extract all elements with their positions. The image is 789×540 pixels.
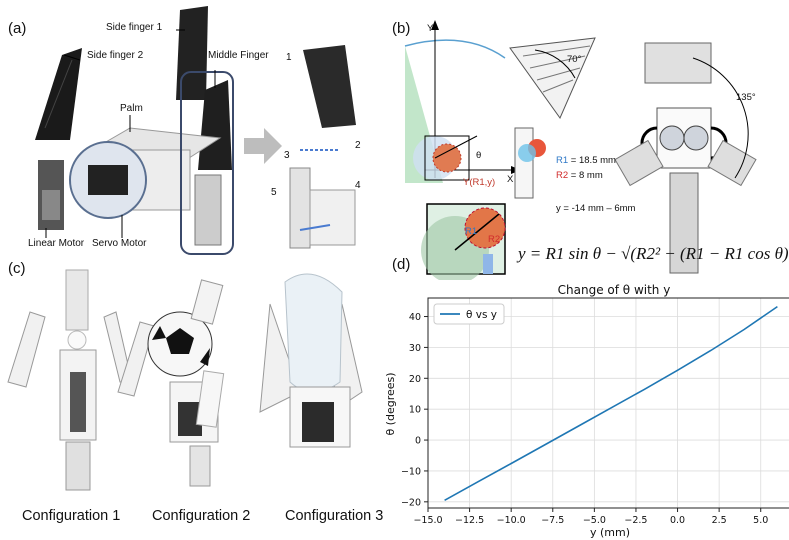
x-tick-label: 0.0 (670, 515, 685, 526)
x-tick-label: −10.0 (497, 515, 526, 526)
r2-value: = 8 mm (568, 170, 603, 181)
r1-name: R1 (556, 155, 569, 166)
panel-c-label: (c) (8, 260, 26, 277)
callout-palm: Palm (120, 103, 143, 114)
panel-d-label: (d) (392, 256, 411, 273)
y-tick-label: −10 (401, 466, 421, 477)
y-tick-label: −20 (401, 497, 421, 508)
formula: y = R1 sin θ − √(R2² − (R1 − R1 cos θ)²) (518, 244, 789, 263)
r1-spec: R1 = 18.5 mm (556, 155, 616, 166)
configuration-illustrations (7, 269, 363, 491)
x-tick-label: −5.0 (583, 515, 606, 526)
x-tick-label: −15.0 (413, 515, 442, 526)
x-axis-label: y (mm) (590, 526, 630, 539)
legend-frame (433, 303, 505, 325)
x-tick-label: −2.5 (624, 515, 647, 526)
panel-a-label: (a) (8, 20, 27, 37)
theta-label: θ (476, 150, 482, 161)
axis-x-label: X (507, 174, 514, 185)
r1-value: = 18.5 mm (568, 155, 616, 166)
callout-side-finger-2: Side finger 2 (87, 50, 144, 61)
plot-frame (427, 297, 789, 509)
inset-r1-label: R1 (465, 226, 478, 237)
series-line-theta-vs-y (444, 305, 778, 501)
gripper-assembly-illustration (35, 6, 356, 255)
y-tick-label: 10 (409, 405, 421, 416)
callout-servo-motor: Servo Motor (92, 238, 147, 249)
angle-70-label: 70° (567, 54, 582, 65)
x-tick-label: 2.5 (712, 515, 727, 526)
callout-middle-finger: Middle Finger (208, 50, 269, 61)
callout-number-1: 1 (286, 52, 292, 63)
y-axis-label: θ (degrees) (384, 372, 397, 435)
x-tick-label: −7.5 (541, 515, 564, 526)
y-tick-label: 40 (409, 312, 421, 323)
chart-grid (427, 298, 789, 508)
callout-number-4: 4 (355, 180, 361, 191)
callout-number-2: 2 (355, 140, 361, 151)
chart-title: Change of θ with y (558, 283, 671, 297)
configuration-1-label: Configuration 1 (22, 508, 121, 524)
callout-linear-motor: Linear Motor (28, 238, 85, 249)
axis-y-label: Y (427, 23, 434, 34)
r2-name: R2 (556, 170, 569, 181)
callout-number-3: 3 (284, 150, 290, 161)
inset-r2-label: R2 (488, 234, 501, 245)
chart-ticks: −15.0 −12.5 −10.0 −7.5 −5.0 −2.5 0.0 2.5 5.0 −20 −… (401, 312, 768, 526)
y-tick-label: 20 (409, 374, 421, 385)
x-tick-label: 5.0 (753, 515, 768, 526)
r2-spec: R2 = 8 mm (556, 170, 603, 181)
callout-number-5: 5 (271, 187, 277, 198)
panel-b-label: (b) (392, 20, 411, 37)
chart-legend: θ vs y (433, 303, 505, 325)
angle-135-label: 135° (736, 92, 756, 103)
kinematic-diagram (404, 20, 757, 280)
point-label: Y(R1,y) (463, 177, 496, 188)
callout-side-finger-1: Side finger 1 (106, 22, 163, 33)
y-tick-label: 0 (415, 436, 421, 447)
x-tick-label: −12.5 (455, 515, 484, 526)
legend-label: θ vs y (466, 309, 497, 321)
y-range-spec: y = -14 mm – 6mm (556, 203, 636, 214)
y-tick-label: 30 (409, 343, 421, 354)
configuration-3-label: Configuration 3 (285, 508, 384, 524)
theta-vs-y-chart: Change of θ with y −15.0 −12.5 −10.0 −7.5 −5… (384, 283, 789, 539)
configuration-2-label: Configuration 2 (152, 508, 251, 524)
